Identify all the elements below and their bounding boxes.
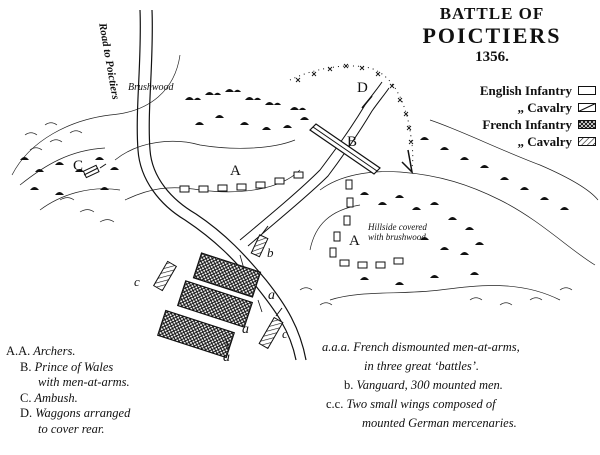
label-b-prince: B [347, 134, 358, 150]
key-notes-left: A.A. Archers. B. Prince of Wales with me… [6, 344, 130, 437]
d-arrow [401, 149, 414, 175]
label-d-waggons: D [357, 80, 368, 96]
legend-french-cavalry: „ Cavalry [452, 133, 598, 150]
french-wing-c-left [152, 260, 178, 292]
note-row: c.c. Two small wings composed of [326, 397, 496, 411]
note-row: b. Vanguard, 300 mounted men. [344, 378, 503, 392]
english-infantry-symbol-icon [578, 86, 596, 95]
french-infantry-symbol-icon [578, 120, 596, 129]
legend-english-cavalry: „ Cavalry [452, 99, 598, 116]
note-row: C. Ambush. [20, 390, 78, 405]
legend-label: French Infantry [482, 117, 572, 132]
french-cavalry-symbol-icon [578, 137, 596, 146]
title-line1: BATTLE OF [439, 4, 545, 23]
label-c-wing-right: c [282, 326, 288, 341]
french-battles [156, 252, 263, 359]
hillside-label-2: with brushwood [368, 232, 426, 242]
label-a-battle-2: a [242, 322, 249, 337]
legend: English Infantry „ Cavalry French Infant… [452, 82, 598, 150]
brushwood-tufts [20, 89, 569, 285]
label-a-battle-1: a [268, 288, 275, 303]
label-a-archers-left: A [230, 163, 241, 179]
title-year: 1356. [475, 49, 509, 65]
note-row: B. Prince of Wales [20, 359, 114, 374]
french-vanguard-b [250, 225, 269, 258]
waggon-line [289, 65, 414, 169]
waggon-crosses [295, 63, 414, 145]
label-c-wing-left: c [134, 274, 140, 289]
brushwood-label: Brushwood [128, 82, 174, 93]
label-c-ambush: C [73, 158, 84, 174]
legend-label: „ Cavalry [517, 134, 572, 149]
prince-of-wales-position [309, 123, 381, 175]
english-cavalry-symbol-icon [578, 103, 596, 112]
note-row: to cover rear. [38, 421, 105, 436]
note-row: A.A. Archers. [6, 344, 76, 358]
label-b-vanguard: b [267, 245, 274, 260]
hill-hachures-left [11, 54, 301, 223]
note-row: with men-at-arms. [38, 375, 130, 389]
english-archers-left [179, 171, 304, 193]
ambush-c [82, 163, 107, 179]
key-notes-right: a.a.a. French dismounted men-at-arms, in… [322, 338, 520, 433]
lane-to-hill [239, 81, 390, 247]
legend-label: English Infantry [479, 83, 572, 98]
note-row: in three great ‘battles’. [364, 359, 480, 373]
english-archers-right [329, 179, 404, 269]
french-wing-c-right [258, 307, 284, 350]
note-row: D. Waggons arranged [20, 406, 131, 420]
title-line2: POICTIERS [422, 23, 562, 48]
legend-english-infantry: English Infantry [452, 82, 598, 99]
legend-french-infantry: French Infantry [452, 116, 598, 133]
label-a-archers-right: A [349, 233, 360, 249]
note-row: a.a.a. French dismounted men-at-arms, [322, 340, 520, 354]
road-to-poictiers [136, 9, 307, 361]
map-title: BATTLE OF POICTIERS 1356. [392, 4, 592, 66]
d-arrow-from-label [361, 95, 373, 109]
hillside-label-1: Hillside covered [368, 222, 427, 232]
note-row: mounted German mercenaries. [362, 416, 517, 430]
legend-label: „ Cavalry [517, 100, 572, 115]
label-a-battle-3: a [223, 350, 230, 365]
